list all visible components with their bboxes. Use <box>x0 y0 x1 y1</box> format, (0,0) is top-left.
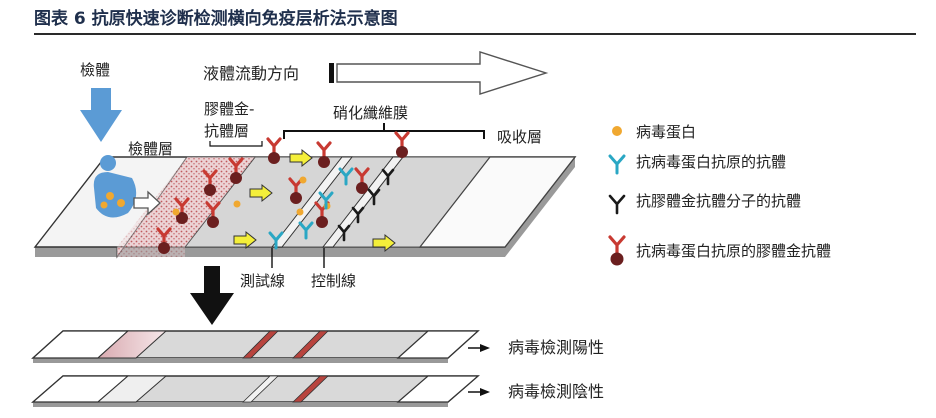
sample-label: 檢體 <box>80 61 110 79</box>
negative-result-label: 病毒檢測陰性 <box>508 382 604 401</box>
positive-test-line <box>242 330 279 359</box>
sample-arrow-icon <box>80 88 122 142</box>
absorbent-pad <box>418 156 577 248</box>
negative-result-strip <box>31 375 480 407</box>
legend-label-4: 抗病毒蛋白抗原的膠體金抗體 <box>636 242 831 260</box>
positive-result-label: 病毒檢測陽性 <box>508 338 604 357</box>
legend-gold-antibody-icon <box>608 235 626 266</box>
absorbent-pad-label: 吸收層 <box>497 128 542 146</box>
positive-control-line <box>292 330 329 359</box>
conjugate-pad-label-1: 膠體金- <box>204 100 254 118</box>
legend: 病毒蛋白 抗病毒蛋白抗原的抗體 抗膠體金抗體分子的抗體 抗病毒蛋白抗原的膠體金抗… <box>608 123 831 266</box>
negative-control-line <box>292 375 329 403</box>
legend-label-1: 病毒蛋白 <box>636 123 696 141</box>
nitrocellulose-bracket <box>283 123 485 139</box>
legend-viral-protein-icon <box>612 126 622 136</box>
sample-drop-icon <box>93 155 161 218</box>
legend-blue-antibody-icon <box>608 154 626 175</box>
nitrocellulose-label: 硝化纖維膜 <box>333 104 408 122</box>
test-line-band <box>270 156 354 248</box>
test-strip <box>33 156 577 259</box>
legend-label-3: 抗膠體金抗體分子的抗體 <box>636 192 801 210</box>
figure-caption: 图表 6 抗原快速诊断检测横向免疫层析法示意图 <box>34 9 398 29</box>
conjugate-pad-label-2: 抗體層 <box>204 122 249 140</box>
result-arrow-icon <box>190 266 234 325</box>
legend-black-antibody-icon <box>608 194 626 215</box>
caption-rule <box>34 33 916 35</box>
flow-direction-arrow <box>329 51 549 95</box>
sample-pad-label: 檢體層 <box>128 140 173 158</box>
positive-result-strip <box>31 330 480 363</box>
legend-label-2: 抗病毒蛋白抗原的抗體 <box>636 153 786 171</box>
test-line-label: 測試線 <box>240 272 285 290</box>
conjugate-pad-bracket <box>209 141 263 147</box>
control-line-label: 控制線 <box>311 272 356 290</box>
flow-direction-label: 液體流動方向 <box>203 64 299 83</box>
